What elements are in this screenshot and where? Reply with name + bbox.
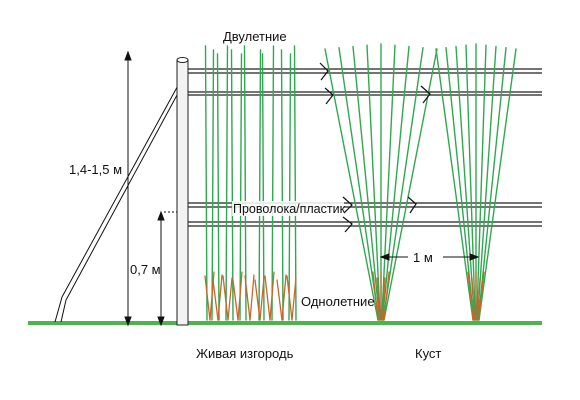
bush-right-cane (455, 45, 476, 321)
bush-left-annual-shoot (376, 277, 381, 321)
wire-break-markers (319, 62, 431, 233)
hedge-annual-shoot (286, 275, 293, 321)
bush-label: Куст (415, 346, 441, 361)
hedge-biennial-cane (288, 53, 292, 321)
bush-right-cane (477, 47, 507, 321)
bush-right-annual-shoot (476, 277, 481, 321)
bush-left-cane (381, 45, 410, 321)
hedge-annual-shoot (281, 274, 287, 321)
lower-height-dimension (157, 210, 186, 327)
bush-left-cane (324, 48, 379, 321)
total-height-label: 1,4-1,5 м (69, 162, 122, 177)
hedge-annual-shoot (269, 271, 275, 321)
hedge-annual-shoot (244, 275, 251, 321)
annual-label: Однолетние (301, 294, 375, 309)
biennial-label: Двулетние (223, 29, 287, 44)
bush-left-cane (338, 47, 380, 321)
hedge-biennial-cane (211, 49, 215, 321)
hedge-annual-shoot (264, 275, 271, 321)
bush-right-cane (435, 48, 474, 321)
hedge-label: Живая изгородь (196, 346, 294, 361)
bush-left-cane (383, 48, 438, 321)
hedge-biennial-cane (225, 45, 229, 321)
bush-right-cane (465, 44, 476, 321)
hedge-annual-shoot (259, 277, 265, 321)
bush-left-cane (352, 45, 381, 321)
canes-group (204, 43, 517, 321)
hedge-annual-shoot (217, 274, 223, 321)
hedge-biennial-cane (204, 45, 208, 321)
hedge-annual-shoot (276, 279, 283, 321)
bush-left-annual-shoot (383, 271, 390, 321)
bush-right-annual-shoot (467, 271, 474, 321)
hedge-annual-shoot (249, 274, 255, 321)
hedge-annual-shoot (227, 277, 233, 321)
spacing-label: 1 м (413, 250, 433, 265)
hedge-biennial-cane (280, 49, 284, 321)
hedge-biennial-cane (293, 45, 297, 321)
hedge-biennial-cane (243, 45, 247, 321)
bush-right-cane (445, 47, 475, 321)
bush-left-annual-shoot (372, 271, 379, 321)
hedge-annual-shoot (237, 271, 243, 321)
spacing-dimension (379, 253, 480, 261)
hedge-biennial-cane (230, 49, 234, 321)
hedge-annual-shoot (212, 279, 219, 321)
bush-right-cane (478, 48, 517, 321)
total-height-dimension (124, 50, 132, 327)
bush-left-cane (366, 44, 381, 321)
hedge-biennial-cane (261, 53, 265, 321)
hedge-biennial-cane (239, 53, 243, 321)
wire-plastic-label: Проволока/пластик (233, 202, 346, 216)
hedge-annual-shoot (232, 279, 239, 321)
lower-height-label: 0,7 м (130, 262, 161, 277)
ground-line (28, 321, 542, 325)
hedge-annual-shoot (222, 275, 229, 321)
brace-support (54, 79, 184, 323)
bush-right-annual-shoot (478, 271, 485, 321)
bush-left-cane (381, 44, 396, 321)
hedge-annual-shoot (204, 275, 211, 321)
hedge-annual-shoot (291, 277, 297, 321)
hedge-biennial-cane (216, 53, 220, 321)
trellis-post (176, 57, 189, 326)
hedge-biennial-cane (258, 49, 262, 321)
hedge-biennial-cane (271, 45, 275, 321)
hedge-annual-shoot (254, 279, 261, 321)
bush-right-cane (476, 44, 487, 321)
bush-left-annual-shoot (381, 277, 386, 321)
bush-left-cane (382, 47, 424, 321)
bush-right-cane (476, 45, 497, 321)
bush-right-annual-shoot (471, 277, 476, 321)
